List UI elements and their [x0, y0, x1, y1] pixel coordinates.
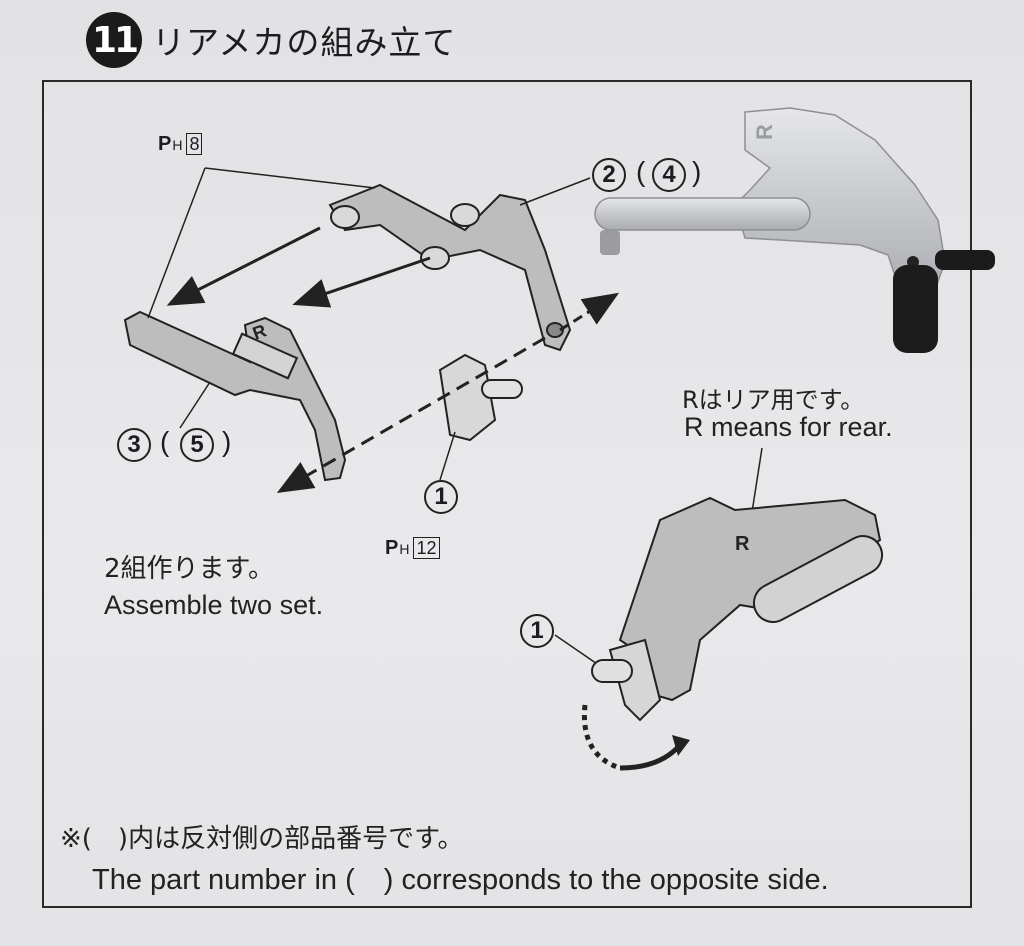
step-number-badge: 11: [86, 12, 142, 68]
callout-part-2: 2: [592, 158, 626, 192]
svg-text:R: R: [752, 124, 777, 140]
step-title: リアメカの組み立て: [152, 23, 457, 62]
rotation-arrow: [581, 704, 690, 771]
part-ref-box: 12: [413, 537, 440, 559]
callout-part-1-right: 1: [520, 614, 554, 648]
svg-text:R: R: [250, 320, 269, 343]
callout-paren-open: (: [636, 156, 646, 187]
callout-paren-close: ): [692, 156, 702, 187]
rear-note-en: R means for rear.: [684, 412, 893, 442]
rear-assembly-drawing: R: [591, 496, 884, 722]
part-ref-prefix: P: [385, 537, 399, 559]
callout-paren-open: (: [160, 426, 170, 457]
part-ref-prefix: P: [158, 133, 172, 155]
assembled-part-photo: R: [594, 107, 995, 353]
assembly-arrows: [166, 226, 620, 494]
part-2-frame-drawing: [328, 183, 572, 352]
assemble-instruction-en: Assemble two set.: [104, 590, 324, 620]
svg-text:R: R: [735, 533, 750, 555]
instruction-frame: [42, 80, 972, 908]
rear-note-jp: Rはリア用です。: [682, 386, 865, 414]
footnote-jp: ※( )内は反対側の部品番号です。: [60, 824, 464, 854]
part-1-pin-drawing: [438, 353, 523, 442]
footnote-en: The part number in ( ) corresponds to th…: [92, 864, 829, 896]
part-ref-sub: H: [399, 541, 410, 557]
part-ref-box: 8: [186, 133, 203, 155]
callout-part-3: 3: [117, 428, 151, 462]
callout-part-5: 5: [180, 428, 214, 462]
callout-paren-close: ): [222, 426, 232, 457]
callout-part-4: 4: [652, 158, 686, 192]
assemble-instruction-jp: 2組作ります。: [104, 554, 274, 584]
part-3-frame-drawing: R: [123, 310, 347, 482]
callout-part-1-left: 1: [424, 480, 458, 514]
part-ref-sub: H: [172, 137, 183, 153]
